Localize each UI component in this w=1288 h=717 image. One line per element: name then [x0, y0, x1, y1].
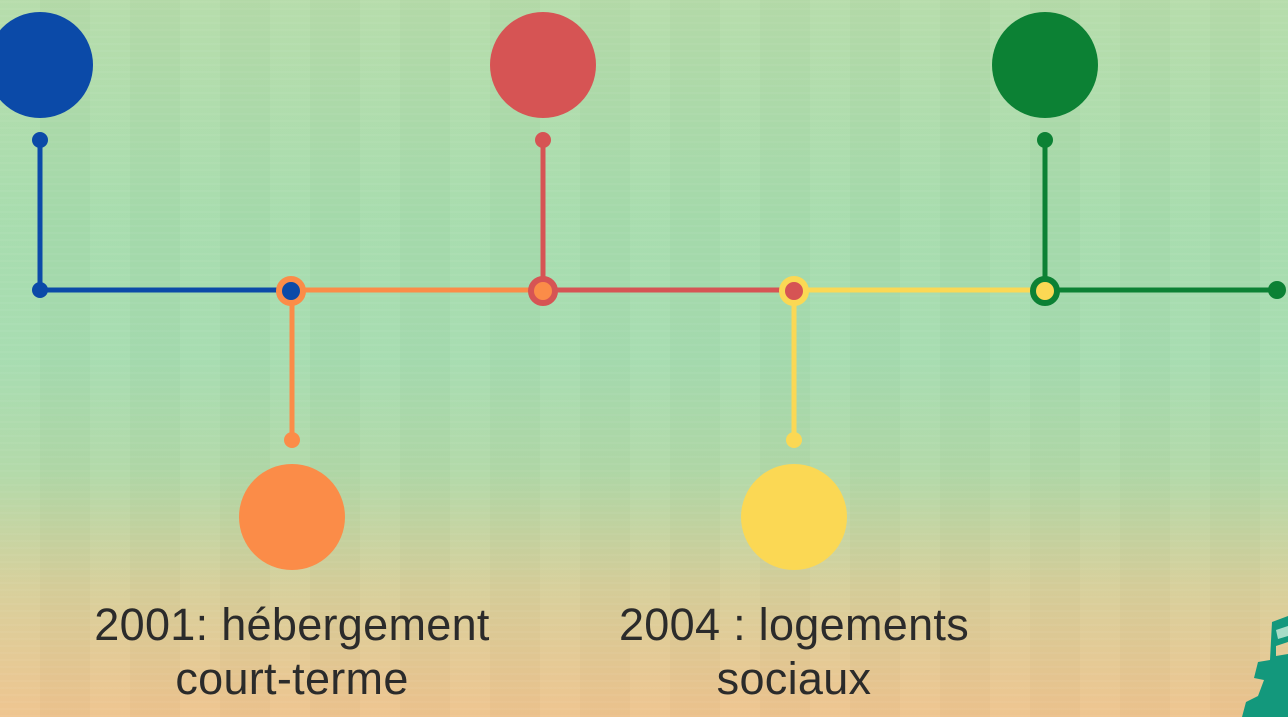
red-stem-dot [535, 132, 551, 148]
caption-2004-line2: sociaux [716, 653, 872, 704]
yellow-marker-circle [741, 464, 847, 570]
blue-marker-circle [0, 12, 93, 118]
junction-node-1 [276, 276, 306, 306]
partial-logo-icon [1242, 616, 1288, 717]
timeline-segment-blue [37, 140, 290, 293]
green-stem-dot [1037, 132, 1053, 148]
green-marker-circle [992, 12, 1098, 118]
caption-2001-line2: court-terme [175, 653, 409, 704]
red-marker-circle [490, 12, 596, 118]
blue-corner-dot [32, 282, 48, 298]
junction-node-4 [1030, 276, 1060, 306]
junction-node-3 [779, 276, 809, 306]
orange-stem-dot [284, 432, 300, 448]
green-end-dot [1268, 281, 1286, 299]
yellow-stem-dot [786, 432, 802, 448]
caption-2004-line1: 2004 : logements [618, 599, 970, 650]
caption-milestone-2004: 2004 : logements sociaux [534, 598, 1054, 706]
junction-node-2 [528, 276, 558, 306]
orange-marker-circle [239, 464, 345, 570]
blue-stem-dot-top [32, 132, 48, 148]
caption-2001-line1: 2001: hébergement [94, 599, 490, 650]
caption-milestone-2001: 2001: hébergement court-terme [32, 598, 552, 706]
